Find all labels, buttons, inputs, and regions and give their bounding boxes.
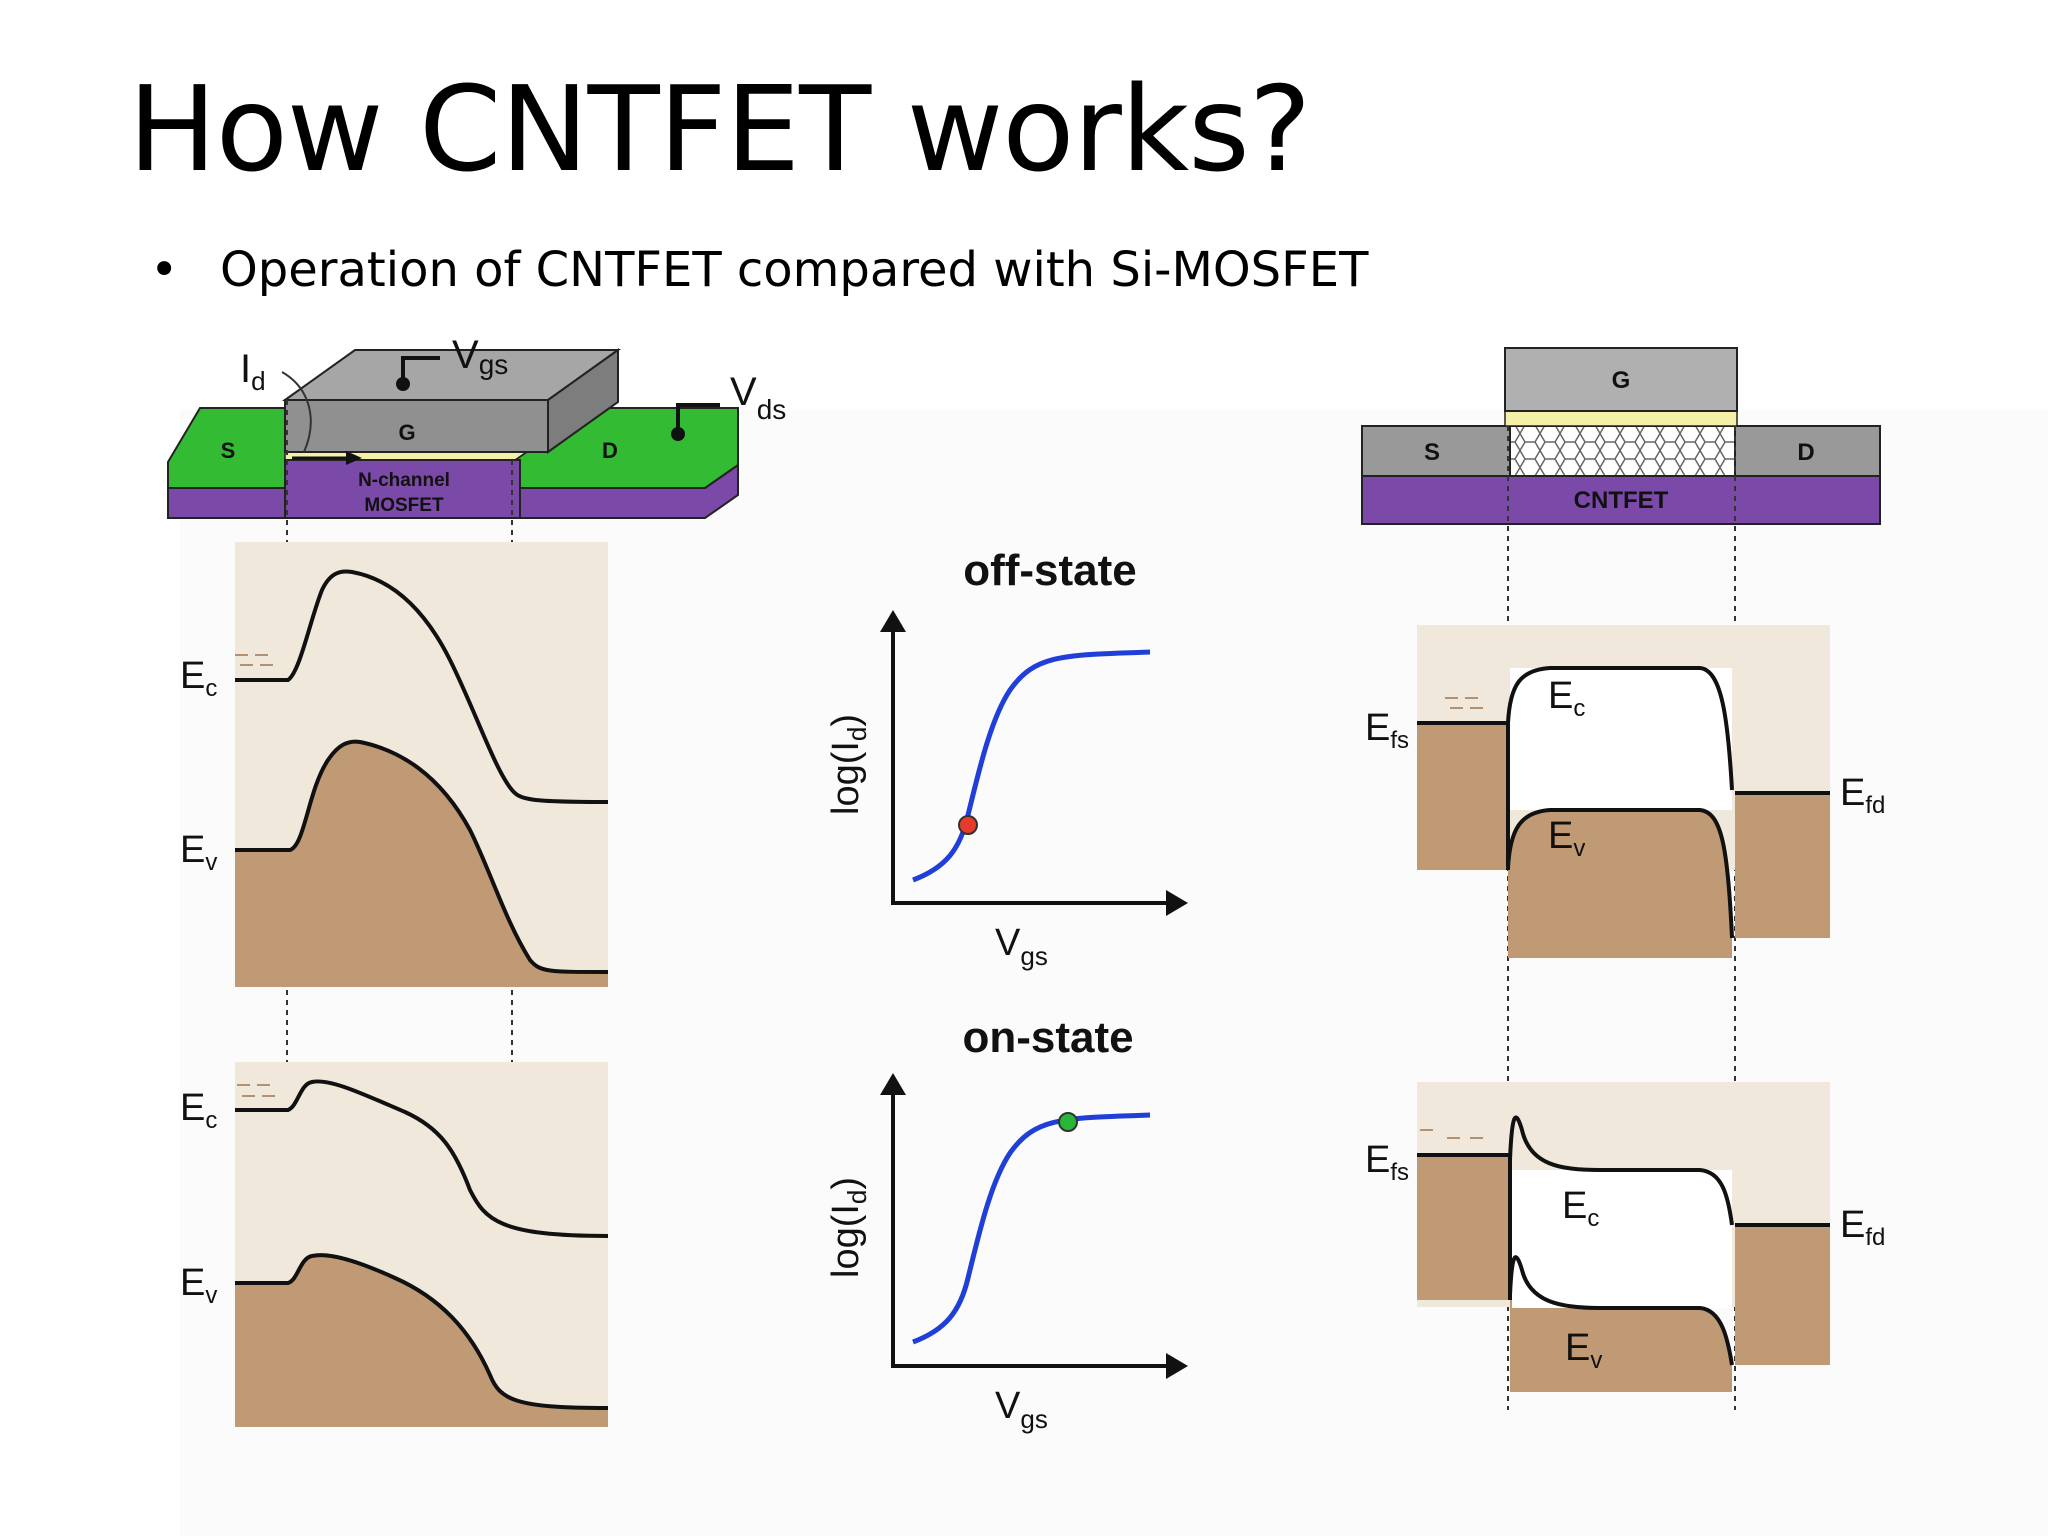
ev-label-on: Ev [180,1262,217,1309]
cntfet-d-label: D [1797,439,1814,466]
ylabel-off: log(Id) [825,714,872,815]
valence-band-curve [1506,808,1734,939]
channel-valence-fill [1508,810,1732,958]
conduction-band-curve [235,1079,609,1238]
conduction-band-curve [235,569,609,804]
transfer-curve-off: off-state log(Id) Vgs [825,546,1188,971]
vgs-terminal [401,356,440,382]
slide-title: How CNTFET works? [128,60,1311,198]
id-label: Id [240,347,266,396]
cntfet-source [1361,425,1511,477]
bullet-text: Operation of CNTFET compared with Si-MOS… [220,242,1369,298]
cntfet-drain [1734,425,1881,477]
x-axis-arrowhead [1166,1353,1188,1379]
source-fermi-fill [1417,723,1508,870]
cntfet-device: G S D CNTFET [1361,347,1881,1410]
cntfet-substrate [1361,475,1881,525]
vgs-label: Vgs [452,333,508,380]
ec-label-on: Ec [180,1087,217,1134]
mosfet-band-on: Ec Ev [180,1062,609,1427]
ev-label-cnt-off: Ev [1548,815,1585,862]
ec-label-cnt-on: Ec [1562,1185,1599,1232]
mosfet-channel [284,459,521,519]
operating-point-on [1058,1112,1078,1132]
ylabel-on: log(Id) [825,1177,872,1278]
mosfet-gate-side [547,348,619,454]
efd-label-off: Efd [1840,772,1885,819]
x-axis-arrowhead [1166,890,1188,916]
electron-dashes [235,654,273,666]
conduction-band-curve [1508,1115,1734,1226]
cntfet-g-label: G [1612,367,1631,394]
transfer-curve [912,1112,1151,1345]
cntfet-band-off: Efs Efd Ec Ev [1365,625,1885,958]
drain-fermi-fill [1735,1225,1830,1365]
cntfet-band-on: Efs Efd Ec Ev [1365,1082,1885,1392]
electron-dashes [1445,697,1483,709]
transfer-curve-on: on-state log(Id) Vgs [825,1013,1188,1434]
vgs-terminal-dot [396,377,410,391]
mosfet-d-label: D [602,438,618,463]
valence-band-fill [235,1255,608,1427]
source-fermi-fill [1417,1155,1508,1300]
vds-label: Vds [730,370,786,425]
mosfet-gate-front [284,399,549,453]
valence-band-curve [235,1253,609,1410]
mosfet-s-label: S [221,438,236,463]
conduction-band-curve [1506,666,1734,791]
id-leader-line [281,371,312,453]
id-arrowhead [346,451,362,465]
channel-gap-white [1510,668,1732,810]
ec-label-cnt-off: Ec [1548,675,1585,722]
channel-gap-white [1512,1170,1732,1308]
operating-point-off [958,815,978,835]
cntfet-gate-oxide [1504,410,1738,427]
mosfet-band-off: Ec Ev [180,542,609,987]
bullet-marker: • [150,242,179,298]
electron-dashes [237,1084,275,1097]
transfer-curve [912,649,1151,883]
channel-valence-fill [1510,1257,1732,1392]
mosfet-name-line2: MOSFET [364,495,444,516]
valence-band-curve [235,739,609,974]
ec-label-off: Ec [180,655,217,702]
mosfet-device: S G D N-channel MOSFET Id Vgs Vds [167,333,786,1420]
valence-band-fill [235,741,608,987]
electron-dashes [1420,1129,1483,1139]
ev-label-cnt-on: Ev [1565,1327,1602,1374]
vds-terminal-dot [671,427,685,441]
vds-terminal [676,403,720,433]
bullet-item: • Operation of CNTFET compared with Si-MO… [150,242,1368,298]
drain-fermi-fill [1735,793,1830,938]
cntfet-nanotube-channel [1509,425,1736,477]
xlabel-on: Vgs [995,1385,1048,1434]
y-axis-arrowhead [880,610,906,632]
efs-label-on: Efs [1365,1139,1409,1186]
efs-label-off: Efs [1365,707,1409,754]
y-axis-arrowhead [880,1073,906,1095]
mosfet-g-label: G [398,420,415,445]
ev-label-off: Ev [180,829,217,876]
on-state-title: on-state [962,1013,1133,1062]
cntfet-name: CNTFET [1574,487,1669,514]
mosfet-name-line1: N-channel [358,470,450,491]
efd-label-on: Efd [1840,1204,1885,1251]
off-state-title: off-state [963,546,1137,595]
cntfet-s-label: S [1424,439,1440,466]
cntfet-gate [1504,347,1738,412]
valence-band-curve [1508,1255,1734,1366]
xlabel-off: Vgs [995,922,1048,971]
